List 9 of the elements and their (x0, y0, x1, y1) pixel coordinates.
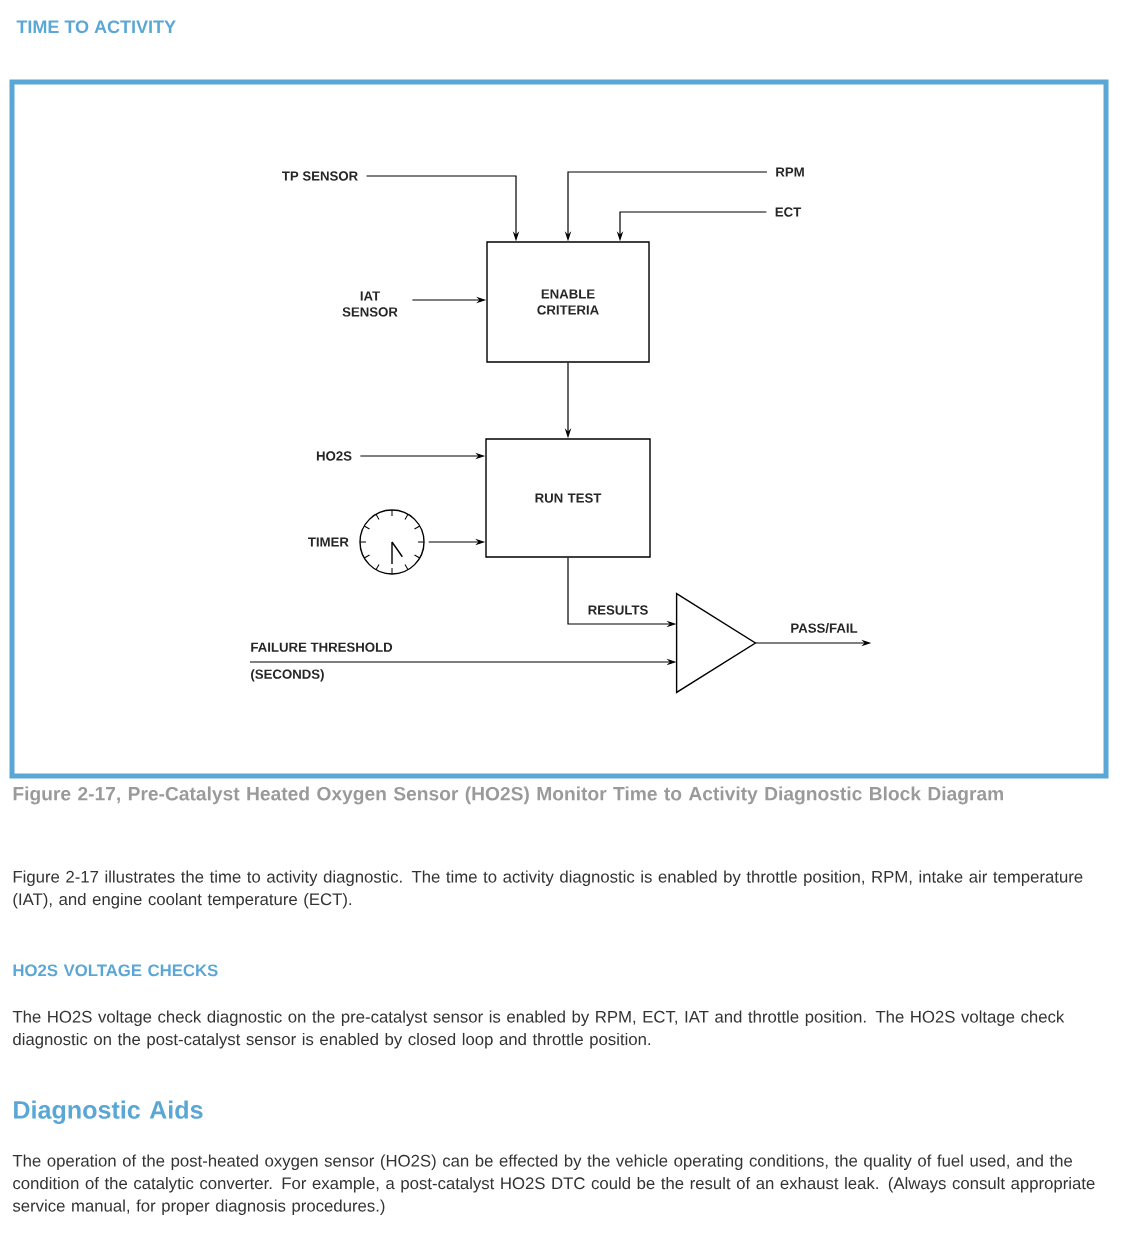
section-heading: Diagnostic Aids (14, 1100, 203, 1124)
paragraph: The operation of the post-heated oxygen sensor (HO2S) can be effected by the vehicle operating conditions, the quality of fuel used, and the condition of the catalytic converter. For example, a post-catalyst HO2S DTC could be the result of an exhaust leak. (Always consult appropriate service manual, for proper diagnosis procedures.) (12, 1154, 1095, 1215)
figure-caption: Figure 2-17, Pre-Catalyst Heated Oxygen Sensor (HO2S) Monitor Time to Activity Diagnostic Block Diagram (13, 786, 1003, 805)
paragraph: The HO2S voltage check diagnostic on the pre-catalyst sensor is enabled by RPM, ECT, IAT and throttle position. The HO2S voltage check diagnostic on the post-catalyst sensor is enabled by closed loop and throttle position. (12, 1010, 1065, 1049)
clock-icon (359, 509, 425, 575)
section-heading: HO2S VOLTAGE CHECKS (13, 964, 218, 977)
section-heading: TIME TO ACTIVITY (16, 20, 176, 34)
paragraph: Figure 2-17 illustrates the time to activity diagnostic. The time to activity diagnostic is enabled by throttle position, RPM, intake air temperature (IAT), and engine coolant temperature (ECT). (13, 870, 1083, 909)
comparator-triangle (675, 592, 757, 694)
